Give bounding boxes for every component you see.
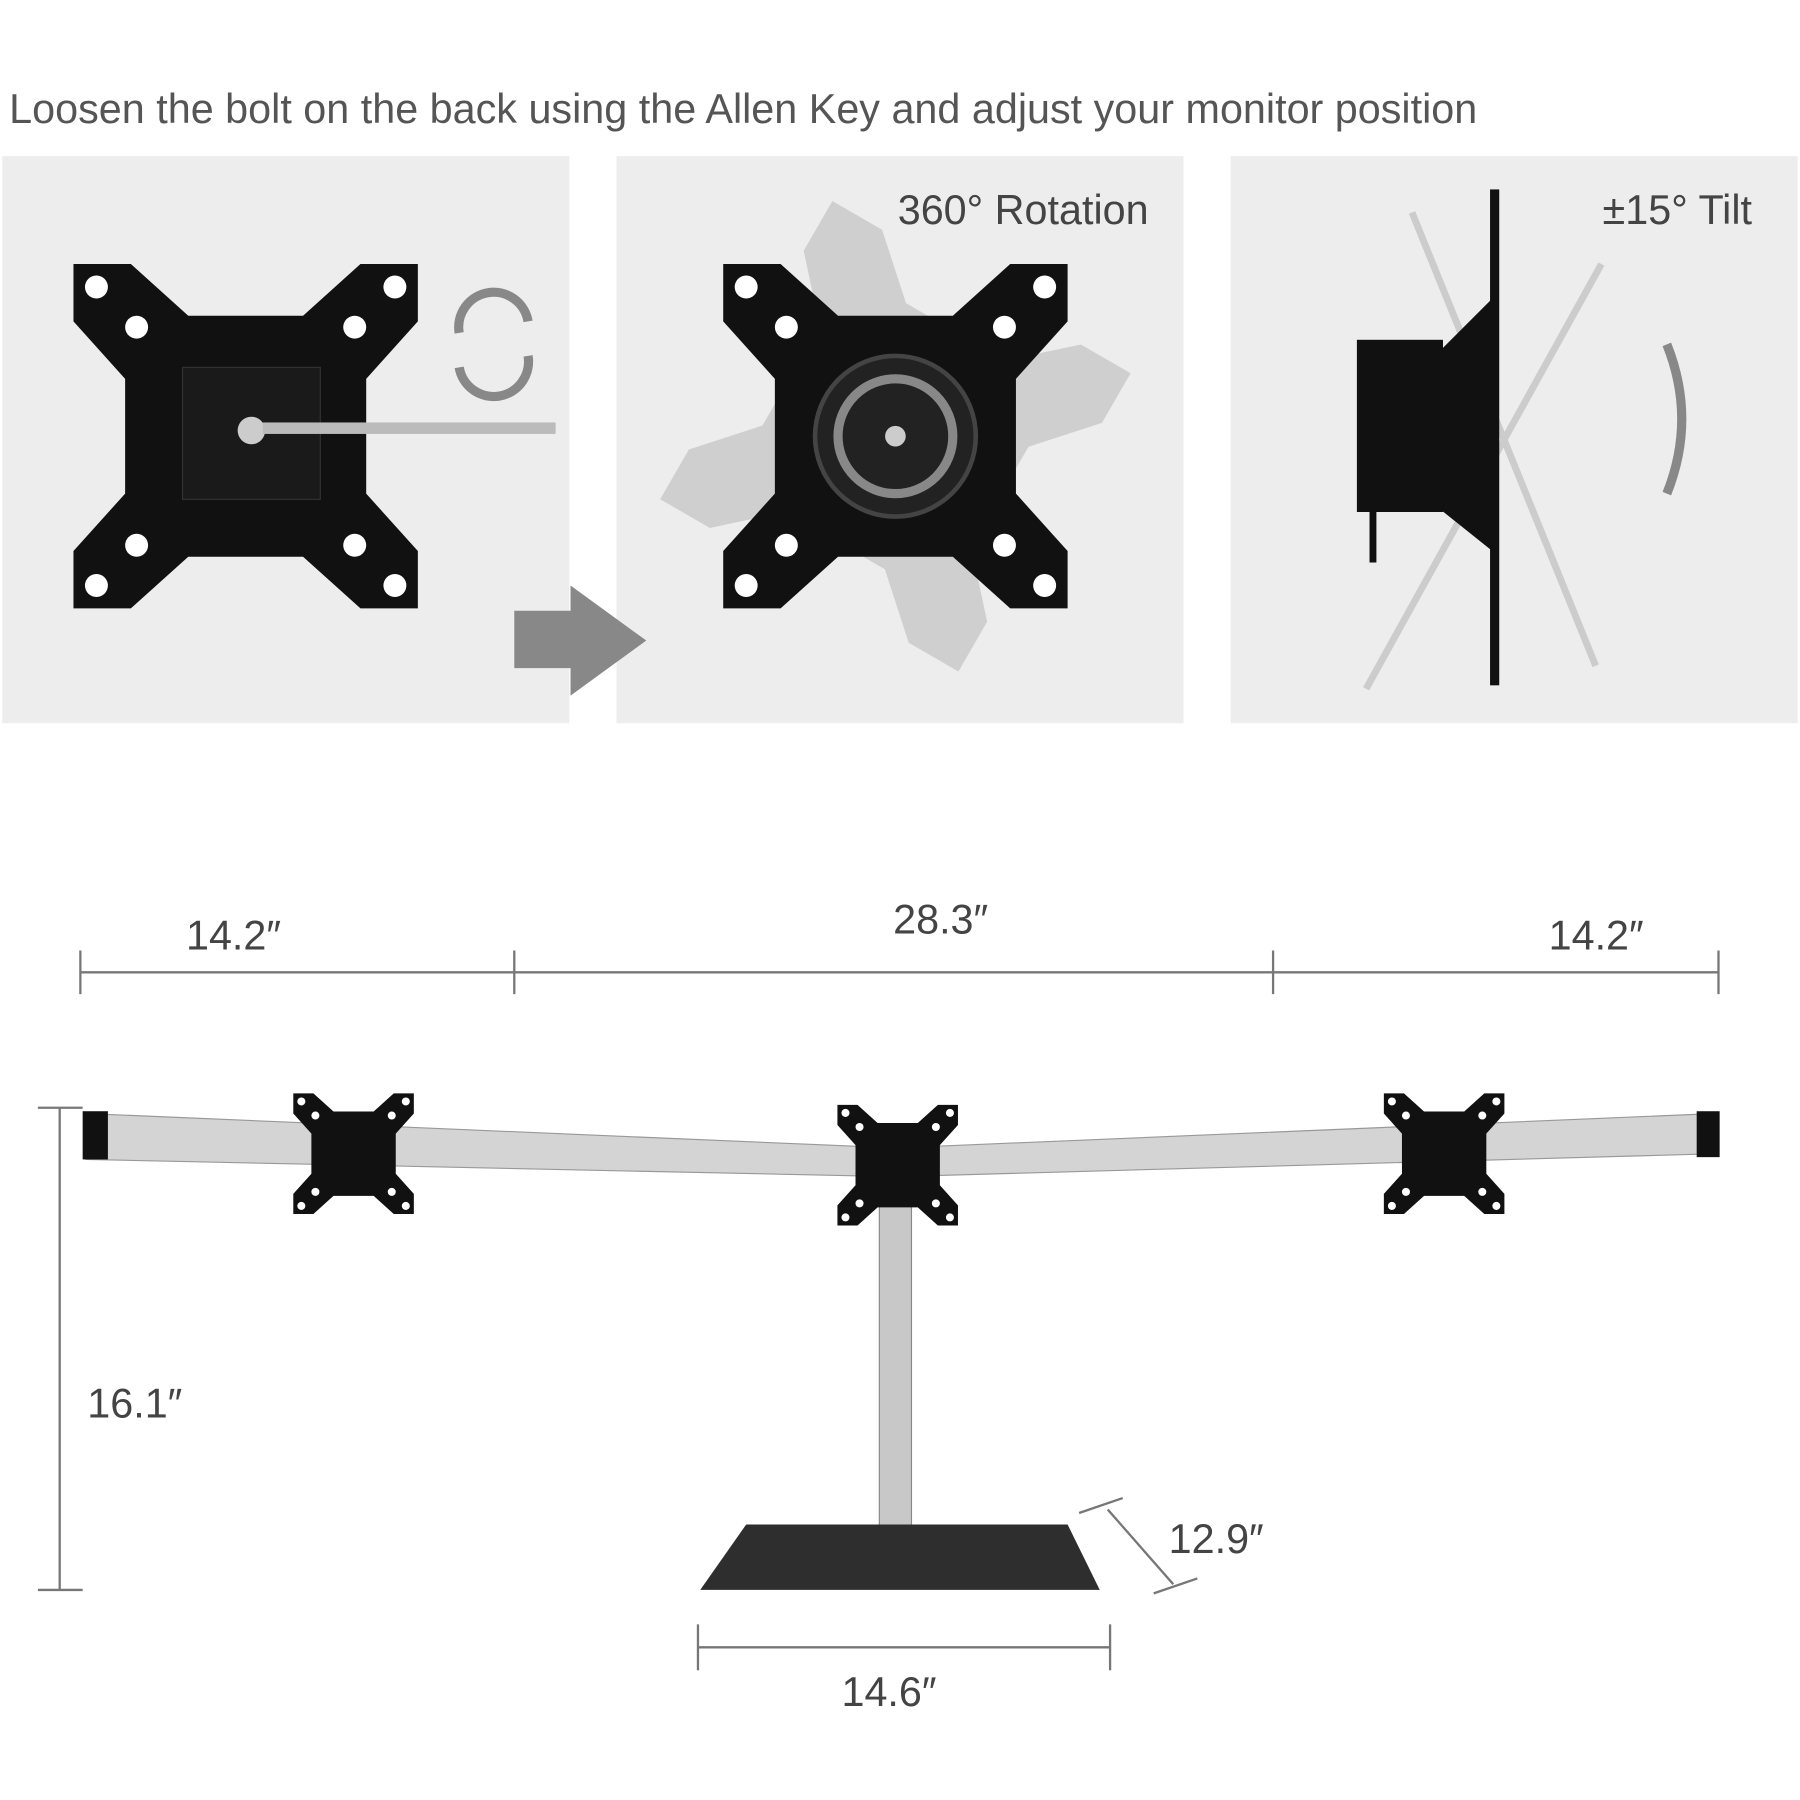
dim-height: 16.1″ xyxy=(87,1379,183,1427)
rotating-plate-icon xyxy=(723,264,1068,609)
tilt-label: ±15° Tilt xyxy=(1602,185,1753,234)
rotation-label: 360° Rotation xyxy=(897,185,1149,234)
rotate-arrows-icon xyxy=(454,287,534,402)
instruction-title: Loosen the bolt on the back using the Al… xyxy=(9,84,1478,133)
tilt-plate-icon xyxy=(1356,189,1605,691)
allen-key-icon xyxy=(262,422,556,434)
dim-center-span: 28.3″ xyxy=(893,895,989,943)
dim-base-depth: 12.9″ xyxy=(1168,1515,1264,1563)
vesa-plate-icon xyxy=(73,264,556,609)
dim-right-arm: 14.2″ xyxy=(1548,911,1644,959)
dim-left-arm: 14.2″ xyxy=(185,911,282,959)
monitor-stand xyxy=(82,1093,1720,1590)
panel-tilt xyxy=(1230,156,1798,724)
arrow-right-icon xyxy=(514,585,647,696)
tilt-arrow-icon xyxy=(1662,342,1687,496)
dim-base-width: 14.6″ xyxy=(841,1667,937,1716)
dimension-lines xyxy=(37,950,1720,1671)
